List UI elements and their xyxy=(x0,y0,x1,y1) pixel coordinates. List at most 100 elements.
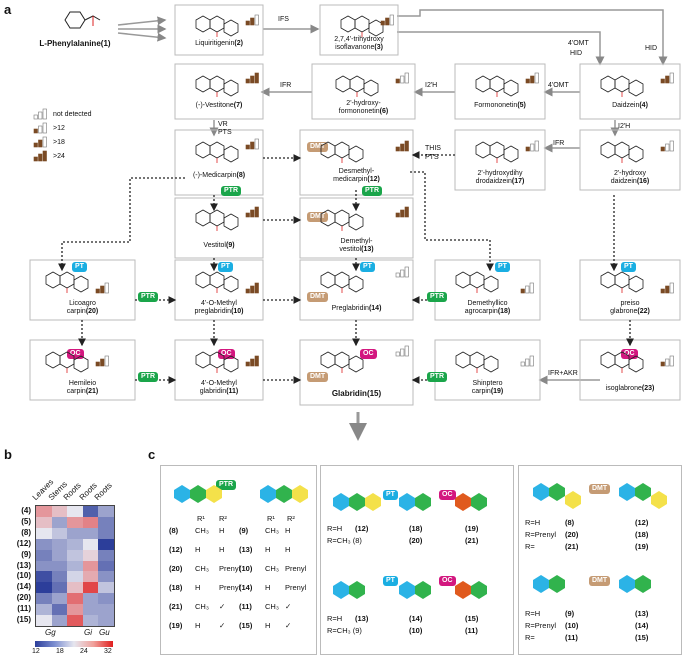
color-scale xyxy=(35,641,113,647)
heatmap-cell xyxy=(36,571,52,583)
c-cell: (9) xyxy=(565,609,575,618)
c-cell: (19) xyxy=(465,524,479,533)
c1-cell: ✓ xyxy=(219,621,226,630)
pill-pt-1: PT xyxy=(72,262,87,272)
compound-structure xyxy=(475,141,519,163)
heatmap-cell xyxy=(51,571,68,583)
c1-cell: Prenyl xyxy=(285,564,307,573)
bar-level-icon xyxy=(395,206,409,218)
bar-level-icon xyxy=(520,282,534,294)
heatmap-cell xyxy=(36,506,52,517)
enzyme-this: THIS xyxy=(425,145,441,152)
c-cell: (13) xyxy=(635,609,649,618)
compound-15: Glabridin(15) xyxy=(331,389,382,398)
pill-ptr-2: PTR xyxy=(362,186,382,196)
bar-level-icon xyxy=(395,266,409,278)
heatmap-cell xyxy=(67,582,83,594)
pill-dmt-3: DMT xyxy=(307,292,329,302)
pathway-lines xyxy=(29,4,681,441)
c1-cell: H xyxy=(195,621,201,630)
color-scale-ticks: 12 18 24 32 xyxy=(32,648,122,657)
heatmap-row-label: (14) xyxy=(16,582,31,592)
c1-cell: (20) xyxy=(169,564,183,573)
panel-label-a: a xyxy=(4,2,12,17)
bar-level-icon xyxy=(395,140,409,152)
heatmap-cell xyxy=(36,560,52,572)
c1-cell: (8) xyxy=(169,526,179,535)
c1-cell: (11) xyxy=(239,602,252,611)
heatmap-row-label: (20) xyxy=(16,593,31,603)
enzyme-ifs: IFS xyxy=(278,16,289,23)
heatmap-cell xyxy=(51,604,68,616)
c1-cell: Prenyl xyxy=(219,583,241,592)
c-cell: (11) xyxy=(465,626,478,635)
pill-pt-3: PT xyxy=(360,262,375,272)
c1-cell: H xyxy=(265,545,271,554)
panel-c2: PT OC R=H(12)(18)(19)R=CH₃ (8)(20)(21) P… xyxy=(320,465,514,655)
panel-label-c: c xyxy=(148,447,156,462)
c1-pill-ptr: PTR xyxy=(216,480,236,490)
c1-cell: H xyxy=(265,621,271,630)
bar-level-icon xyxy=(245,72,259,84)
bar-level-icon xyxy=(525,72,539,84)
heatmap-cell xyxy=(82,516,99,528)
legend-item: >12 xyxy=(33,122,65,134)
heatmap-cell xyxy=(36,527,52,539)
c1-header: R² xyxy=(219,514,227,523)
compound-13: Demethyl-vestitol(13) xyxy=(339,238,374,253)
c1-cell: (15) xyxy=(239,621,253,630)
species-row: Gg Gi Gu xyxy=(35,628,113,638)
compound-structure xyxy=(600,75,644,97)
bar-level-icon xyxy=(525,140,539,152)
enzyme-ifr-a: IFR xyxy=(280,82,292,89)
compound-structure xyxy=(455,271,499,293)
c2-pill-pt-1: PT xyxy=(383,490,398,500)
c1-cell: H xyxy=(265,583,271,592)
c-row: R=(21)(19) xyxy=(525,542,675,554)
c1-cell: CH₃ xyxy=(195,526,209,535)
c-cell: (20) xyxy=(565,530,579,539)
pill-pt-2: PT xyxy=(218,262,233,272)
bar-level-icon xyxy=(33,150,47,162)
c1-cell: CH₃ xyxy=(265,564,279,573)
heatmap-row-label: (5) xyxy=(21,516,31,526)
bar-level-icon xyxy=(245,282,259,294)
heatmap-cell xyxy=(82,560,99,572)
compound-7: (-)-Vestitone(7) xyxy=(195,102,243,109)
heatmap-cell xyxy=(82,582,99,594)
bar-level-icon xyxy=(245,138,259,150)
c-row: R=Prenyl(10)(14) xyxy=(525,621,675,633)
c3-pill-dmt-1: DMT xyxy=(589,484,611,494)
c1-cell: H xyxy=(195,545,201,554)
c1-header: R² xyxy=(287,514,295,523)
heatmap-row-label: (11) xyxy=(17,604,31,614)
c1-cell: ✓ xyxy=(285,621,292,630)
bar-level-icon xyxy=(660,282,674,294)
pill-dmt-1: DMT xyxy=(307,142,329,152)
enzyme-pts-a: PTS xyxy=(218,129,232,136)
c1-cell: (9) xyxy=(239,526,249,535)
legend-item: >24 xyxy=(33,150,65,162)
heatmap-cell xyxy=(67,549,83,561)
heatmap-cell xyxy=(36,582,52,594)
c1-cell: (18) xyxy=(169,583,183,592)
pill-oc-1: OC xyxy=(67,349,84,359)
pill-ptr-1: PTR xyxy=(221,186,241,196)
heatmap-cell xyxy=(67,571,83,583)
pill-ptr-6: PTR xyxy=(427,372,447,382)
heatmap-cell xyxy=(36,604,52,616)
heatmap-cell xyxy=(82,571,99,583)
enzyme-pts-b: PTS xyxy=(425,154,439,161)
c-cell: (13) xyxy=(355,614,369,623)
c-cell: R= xyxy=(525,633,535,642)
heatmap-row-label: (8) xyxy=(21,527,31,537)
heatmap-cell xyxy=(82,506,99,517)
c2-bottom-structures xyxy=(333,581,487,599)
